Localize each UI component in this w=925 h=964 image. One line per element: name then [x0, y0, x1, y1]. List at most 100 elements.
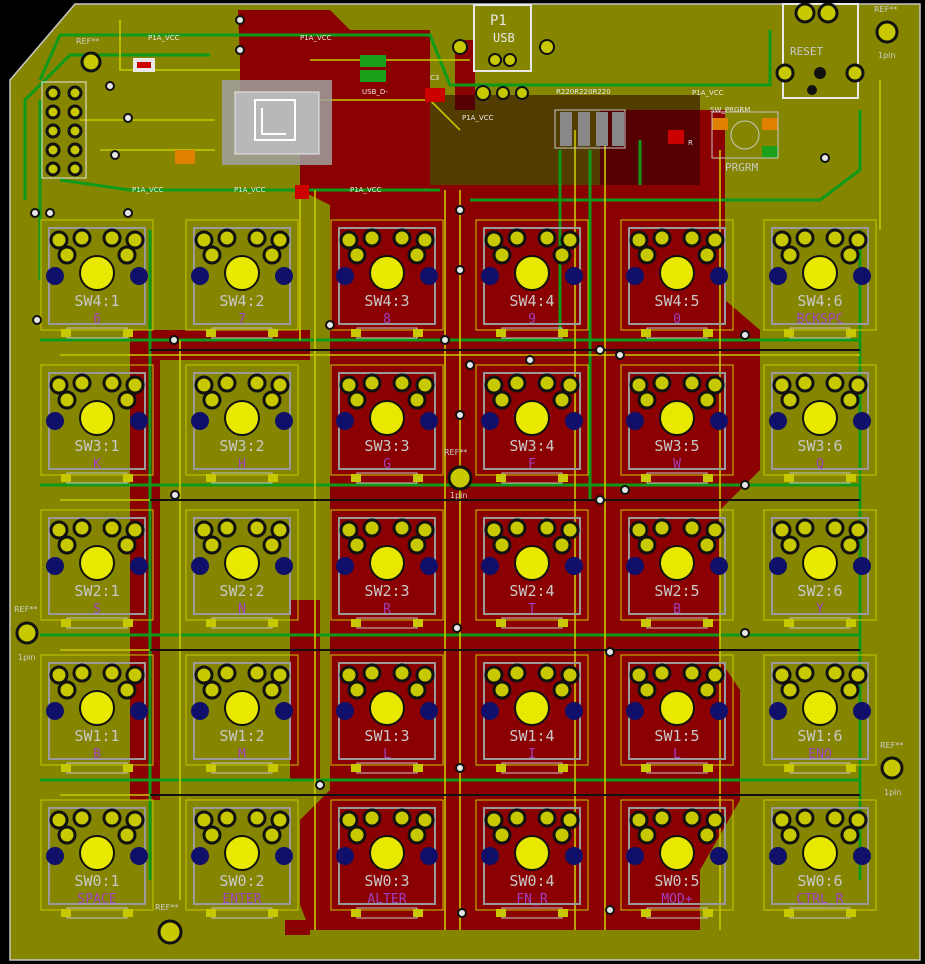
vcc-label-1: P1A_VCC: [148, 34, 180, 42]
via: [169, 335, 179, 345]
key-switch-label: SW2:3: [364, 582, 409, 600]
key-switch-label: SW0:2: [219, 872, 264, 890]
vcc-label-6: P1A_VCC: [462, 114, 494, 122]
via: [170, 490, 180, 500]
key-switch: SW0:4FN_R: [475, 799, 589, 919]
via: [315, 780, 325, 790]
key-switch-label: SW2:1: [74, 582, 119, 600]
key-switch-legend: L: [673, 747, 681, 762]
key-switch-label: SW4:3: [364, 292, 409, 310]
key-switch-legend: ENTER: [222, 892, 261, 907]
key-switch-label: SW3:4: [509, 437, 554, 455]
key-switch-label: SW3:5: [654, 437, 699, 455]
key-switch-label: SW1:3: [364, 727, 409, 745]
vcc-label-4: P1A_VCC: [234, 186, 266, 194]
key-switch: SW2:4T: [475, 509, 589, 629]
via: [110, 150, 120, 160]
vcc-label-5: P1A_VCC: [350, 186, 382, 194]
key-switch: SW4:4 9: [475, 219, 589, 339]
ref-label-2: REF**: [874, 5, 897, 14]
via: [620, 485, 630, 495]
via: [615, 350, 625, 360]
prgrm-label: PRGRM: [725, 161, 758, 174]
key-switch-legend: T: [528, 602, 536, 617]
key-switch-legend: BCKSPC: [797, 312, 844, 327]
key-switch-label: SW3:1: [74, 437, 119, 455]
usb-sub-label: USB: [493, 31, 515, 45]
via: [30, 208, 40, 218]
via: [105, 81, 115, 91]
key-switch-legend: MOD+: [661, 892, 692, 907]
key-switch-label: SW1:1: [74, 727, 119, 745]
key-switch-label: SW0:3: [364, 872, 409, 890]
key-switch: SW3:1K: [40, 364, 154, 484]
key-switch: SW1:2M: [185, 654, 299, 774]
via: [452, 623, 462, 633]
via: [605, 647, 615, 657]
key-switch-legend: G: [383, 457, 391, 472]
key-switch: SW4:50: [620, 219, 734, 339]
key-switch-legend: 8: [383, 312, 391, 327]
key-switch: SW2:3R: [330, 509, 444, 629]
via: [45, 208, 55, 218]
key-switch-label: SW1:2: [219, 727, 264, 745]
key-switch-label: SW0:6: [797, 872, 842, 890]
key-switch: SW2:1S: [40, 509, 154, 629]
key-switch-legend: SPACE: [77, 892, 116, 907]
key-switch: SW4:16: [40, 219, 154, 339]
key-switch-label: SW2:4: [509, 582, 554, 600]
key-switch-legend: Y: [816, 602, 824, 617]
usb-d-label: USB_D-: [362, 88, 388, 96]
key-switch-label: SW3:2: [219, 437, 264, 455]
pin-header: [41, 81, 87, 179]
key-switch: SW1:1B: [40, 654, 154, 774]
key-switch-label: SW0:4: [509, 872, 554, 890]
key-switch-legend: FN_R: [516, 892, 547, 907]
key-switch: SW1:5L: [620, 654, 734, 774]
via: [740, 628, 750, 638]
key-switch-label: SW0:5: [654, 872, 699, 890]
key-switch-legend: F: [528, 457, 536, 472]
via: [740, 480, 750, 490]
key-switch-label: SW2:6: [797, 582, 842, 600]
via: [595, 345, 605, 355]
key-switch-legend: ENO: [808, 747, 832, 762]
c3-label: C3: [430, 74, 439, 82]
key-switch: SW3:4F: [475, 364, 589, 484]
key-switch: SW4:3 8: [330, 219, 444, 339]
via: [465, 360, 475, 370]
key-switch: SW4:27: [185, 219, 299, 339]
via: [325, 320, 335, 330]
key-switch-legend: I: [528, 747, 536, 762]
key-switch-legend: 9: [528, 312, 536, 327]
key-switch: SW3:2H: [185, 364, 299, 484]
key-switch-label: SW4:5: [654, 292, 699, 310]
key-switch-label: SW4:1: [74, 292, 119, 310]
ref-label-4: REF**: [14, 605, 37, 614]
key-switch-legend: M: [238, 747, 246, 762]
key-switch-legend: R: [383, 602, 391, 617]
key-switch-label: SW3:3: [364, 437, 409, 455]
key-switch-legend: W: [673, 457, 681, 472]
key-switch-label: SW2:5: [654, 582, 699, 600]
key-switch-legend: B: [93, 747, 101, 762]
key-switch: SW1:4I: [475, 654, 589, 774]
key-switch-label: SW4:2: [219, 292, 264, 310]
via: [525, 355, 535, 365]
key-switch-legend: B: [673, 602, 681, 617]
ref-label-6: REF**: [155, 903, 178, 912]
r220-label: R220R220R220: [556, 88, 611, 96]
via: [605, 905, 615, 915]
key-switch-legend: ALTER: [367, 892, 406, 907]
via: [235, 45, 245, 55]
key-switch-legend: CTRL_R: [797, 892, 844, 907]
key-switch-label: SW4:4: [509, 292, 554, 310]
vcc-label-7: P1A_VCC: [692, 89, 724, 97]
via: [235, 15, 245, 25]
